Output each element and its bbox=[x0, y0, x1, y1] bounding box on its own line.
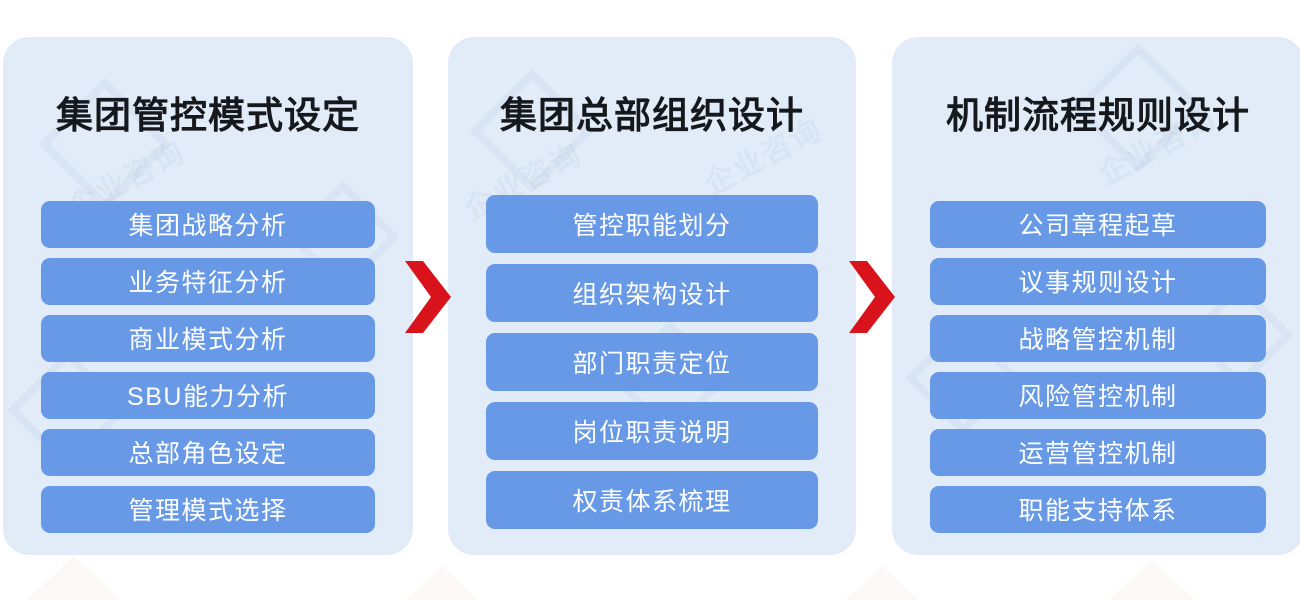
stage-column-2: 企业咨询 企业咨询 集团总部组织设计 管控职能划分 组织架构设计 部门职责定位 … bbox=[448, 37, 856, 555]
stage-item[interactable]: 组织架构设计 bbox=[486, 263, 818, 322]
stage-item[interactable]: 运营管控机制 bbox=[930, 428, 1266, 476]
stage-item[interactable]: 风险管控机制 bbox=[930, 371, 1266, 419]
stage-item[interactable]: 商业模式分析 bbox=[41, 314, 375, 362]
stage-item[interactable]: 议事规则设计 bbox=[930, 257, 1266, 305]
stage-item[interactable]: 部门职责定位 bbox=[486, 332, 818, 391]
stage-item[interactable]: 总部角色设定 bbox=[41, 428, 375, 476]
stage-item[interactable]: 管控职能划分 bbox=[486, 194, 818, 253]
stage-title: 集团管控模式设定 bbox=[56, 95, 360, 136]
stage-column-1: 企业咨询 集团管控模式设定 集团战略分析 业务特征分析 商业模式分析 SBU能力… bbox=[3, 37, 413, 555]
stage-item-list: 管控职能划分 组织架构设计 部门职责定位 岗位职责说明 权责体系梳理 bbox=[486, 161, 818, 529]
stage-item[interactable]: 权责体系梳理 bbox=[486, 470, 818, 529]
stage-title: 机制流程规则设计 bbox=[946, 95, 1250, 136]
arrow-stage-1-to-2 bbox=[405, 261, 451, 333]
stage-item[interactable]: 管理模式选择 bbox=[41, 485, 375, 533]
stage-item[interactable]: 战略管控机制 bbox=[930, 314, 1266, 362]
stage-item[interactable]: SBU能力分析 bbox=[41, 371, 375, 419]
stage-item-list: 集团战略分析 业务特征分析 商业模式分析 SBU能力分析 总部角色设定 管理模式… bbox=[41, 157, 375, 533]
stage-column-3: 企业咨询 机制流程规则设计 公司章程起草 议事规则设计 战略管控机制 风险管控机… bbox=[892, 37, 1300, 555]
stage-item[interactable]: 职能支持体系 bbox=[930, 485, 1266, 533]
stage-title: 集团总部组织设计 bbox=[500, 95, 804, 136]
arrow-stage-2-to-3 bbox=[849, 261, 895, 333]
stage-item[interactable]: 业务特征分析 bbox=[41, 257, 375, 305]
stage-item[interactable]: 岗位职责说明 bbox=[486, 401, 818, 460]
stage-item[interactable]: 公司章程起草 bbox=[930, 200, 1266, 248]
stage-item-list: 公司章程起草 议事规则设计 战略管控机制 风险管控机制 运营管控机制 职能支持体… bbox=[930, 157, 1266, 533]
stage-item[interactable]: 集团战略分析 bbox=[41, 200, 375, 248]
